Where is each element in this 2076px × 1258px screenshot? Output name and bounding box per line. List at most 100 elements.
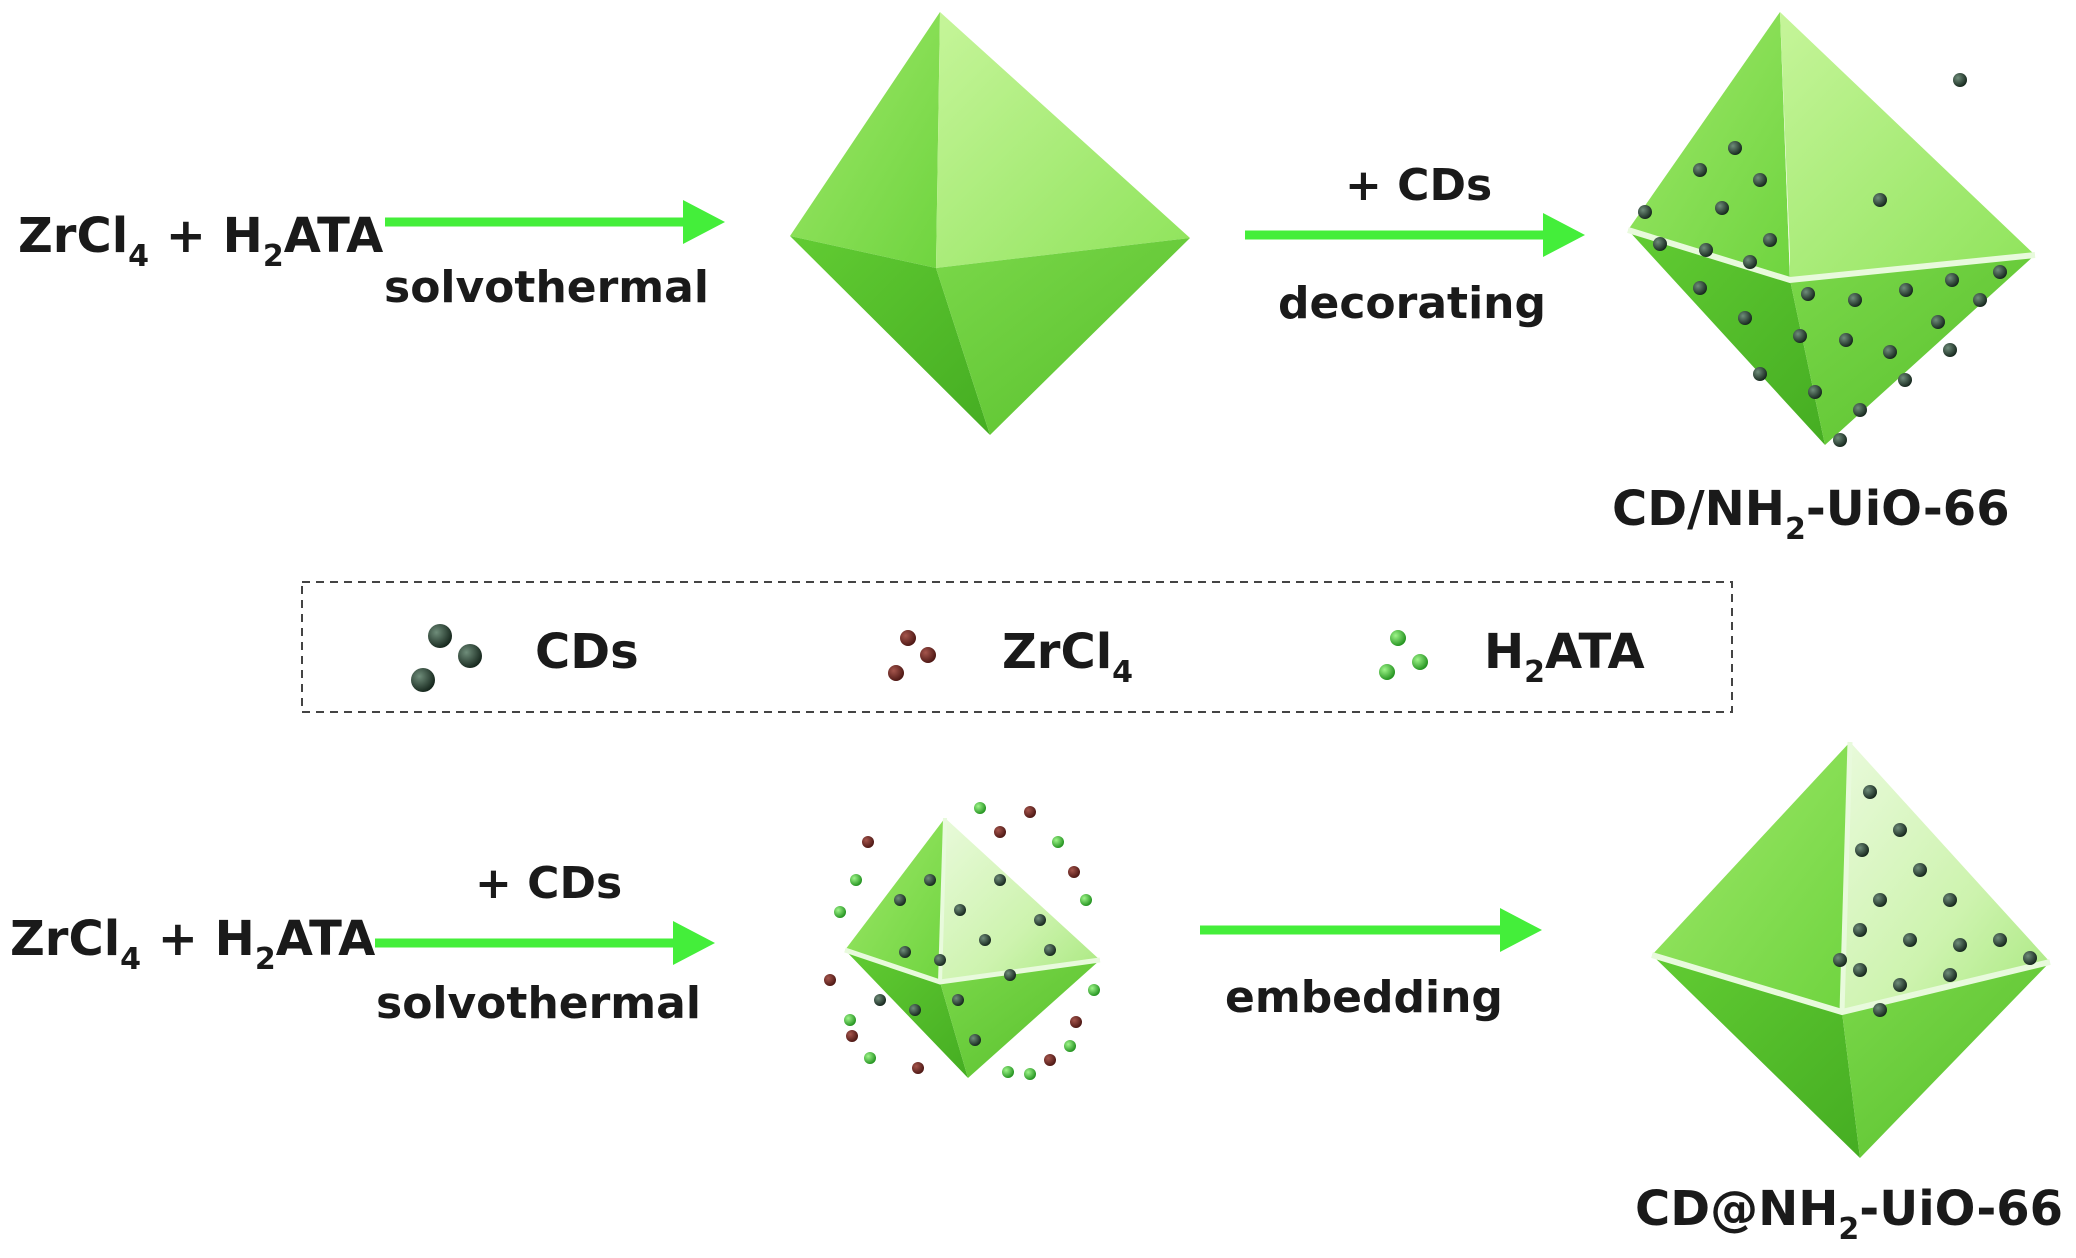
cd-dot xyxy=(1693,163,1707,177)
cd-dot xyxy=(1945,273,1959,287)
h2ata-dot xyxy=(850,874,862,886)
bottom-embedding-label: embedding xyxy=(1225,972,1503,1023)
cd-dot xyxy=(1931,315,1945,329)
cd-dot xyxy=(1993,265,2007,279)
zrcl4-dot xyxy=(1068,866,1080,878)
top-decorating-label: decorating xyxy=(1278,278,1546,329)
cd-nh2-uio-66-label: CD/NH2-UiO-66 xyxy=(1612,481,2010,547)
cd-dot xyxy=(2023,951,2037,965)
cd-dot xyxy=(1738,311,1752,325)
cd-dot xyxy=(1873,193,1887,207)
cd-dot xyxy=(969,1034,981,1046)
bottom-plus-cds-label: + CDs xyxy=(475,858,622,909)
cd-dot xyxy=(952,994,964,1006)
cd-dot xyxy=(1699,243,1713,257)
cd-dot xyxy=(1715,201,1729,215)
cd-dot xyxy=(1638,205,1652,219)
zrcl4-dot xyxy=(846,1030,858,1042)
cd-dot xyxy=(909,1004,921,1016)
legend-h2ata-label: H2ATA xyxy=(1484,624,1645,690)
cd-dot xyxy=(1743,255,1757,269)
cd-dot xyxy=(1873,893,1887,907)
h2ata-dot xyxy=(974,802,986,814)
top-arrow-1 xyxy=(385,200,725,244)
cd-at-nh2-uio-66-label: CD@NH2-UiO-66 xyxy=(1635,1181,2063,1247)
cd-dot xyxy=(924,874,936,886)
cd-dot xyxy=(894,894,906,906)
bottom-solvothermal-label: solvothermal xyxy=(376,978,701,1029)
cd-dot xyxy=(1833,953,1847,967)
cd-dot xyxy=(1839,333,1853,347)
cd-dot xyxy=(1034,914,1046,926)
growing-octahedron-with-precursors xyxy=(824,802,1101,1080)
cd-dot xyxy=(1993,933,2007,947)
cd-dot xyxy=(1943,893,1957,907)
zrcl4-dot xyxy=(862,836,874,848)
legend-zrcl4-label: ZrCl4 xyxy=(1002,624,1133,690)
cd-dot xyxy=(1913,863,1927,877)
zrcl4-dot xyxy=(824,974,836,986)
legend-cds-label: CDs xyxy=(535,624,639,680)
top-arrow-2 xyxy=(1245,213,1585,257)
cd-dot xyxy=(1653,237,1667,251)
cd-dot xyxy=(1848,293,1862,307)
cd-dot xyxy=(1753,367,1767,381)
legend-cds-dots-icon xyxy=(411,624,482,692)
bottom-arrow-1 xyxy=(375,921,715,965)
cd-dot xyxy=(979,934,991,946)
cd-dot xyxy=(1943,343,1957,357)
cd-embedded-octahedron xyxy=(1651,741,2051,1158)
decorating-cd-dots xyxy=(1638,73,2007,447)
top-reactants-label: ZrCl4 + H2ATA xyxy=(18,208,383,274)
cd-dot xyxy=(1953,73,1967,87)
cd-dot xyxy=(1973,293,1987,307)
cd-dot xyxy=(1793,329,1807,343)
cd-dot xyxy=(954,904,966,916)
cd-dot xyxy=(1903,933,1917,947)
cd-dot xyxy=(1855,843,1869,857)
cd-dot xyxy=(874,994,886,1006)
embedded-cd-dots xyxy=(1833,785,2037,1017)
cd-dot xyxy=(994,874,1006,886)
cd-dot xyxy=(1853,923,1867,937)
cd-dot xyxy=(1873,1003,1887,1017)
zrcl4-dot xyxy=(1070,1016,1082,1028)
octahedron-crystal xyxy=(790,12,1190,435)
bottom-reactants-label: ZrCl4 + H2ATA xyxy=(10,911,375,977)
h2ata-dot xyxy=(1080,894,1092,906)
legend-box: CDs ZrCl4 H2ATA xyxy=(301,581,1733,713)
bottom-arrow-2 xyxy=(1200,908,1542,952)
cd-dot xyxy=(1853,403,1867,417)
cd-dot xyxy=(1883,345,1897,359)
precursor-particle-dots xyxy=(824,802,1100,1080)
cd-dot xyxy=(1693,281,1707,295)
cd-dot xyxy=(1953,938,1967,952)
cd-dot xyxy=(1899,283,1913,297)
h2ata-dot xyxy=(1052,836,1064,848)
cd-dot xyxy=(1763,233,1777,247)
zrcl4-dot xyxy=(1044,1054,1056,1066)
cd-dot xyxy=(1728,141,1742,155)
zrcl4-dot xyxy=(994,826,1006,838)
cd-dot xyxy=(1898,373,1912,387)
cd-dot xyxy=(1853,963,1867,977)
cd-dot xyxy=(1004,969,1016,981)
cd-dot xyxy=(934,954,946,966)
cd-dot xyxy=(1943,968,1957,982)
cd-dot xyxy=(1044,944,1056,956)
zrcl4-dot xyxy=(1024,806,1036,818)
cd-dot xyxy=(1808,385,1822,399)
h2ata-dot xyxy=(1064,1040,1076,1052)
h2ata-dot xyxy=(1088,984,1100,996)
top-plus-cds-label: + CDs xyxy=(1345,160,1492,211)
h2ata-dot xyxy=(864,1052,876,1064)
h2ata-dot xyxy=(1002,1066,1014,1078)
cd-decorated-octahedron xyxy=(1627,12,2036,447)
h2ata-dot xyxy=(1024,1068,1036,1080)
h2ata-dot xyxy=(844,1014,856,1026)
cd-dot xyxy=(1863,785,1877,799)
zrcl4-dot xyxy=(912,1062,924,1074)
cd-dot xyxy=(899,946,911,958)
cd-dot xyxy=(1833,433,1847,447)
